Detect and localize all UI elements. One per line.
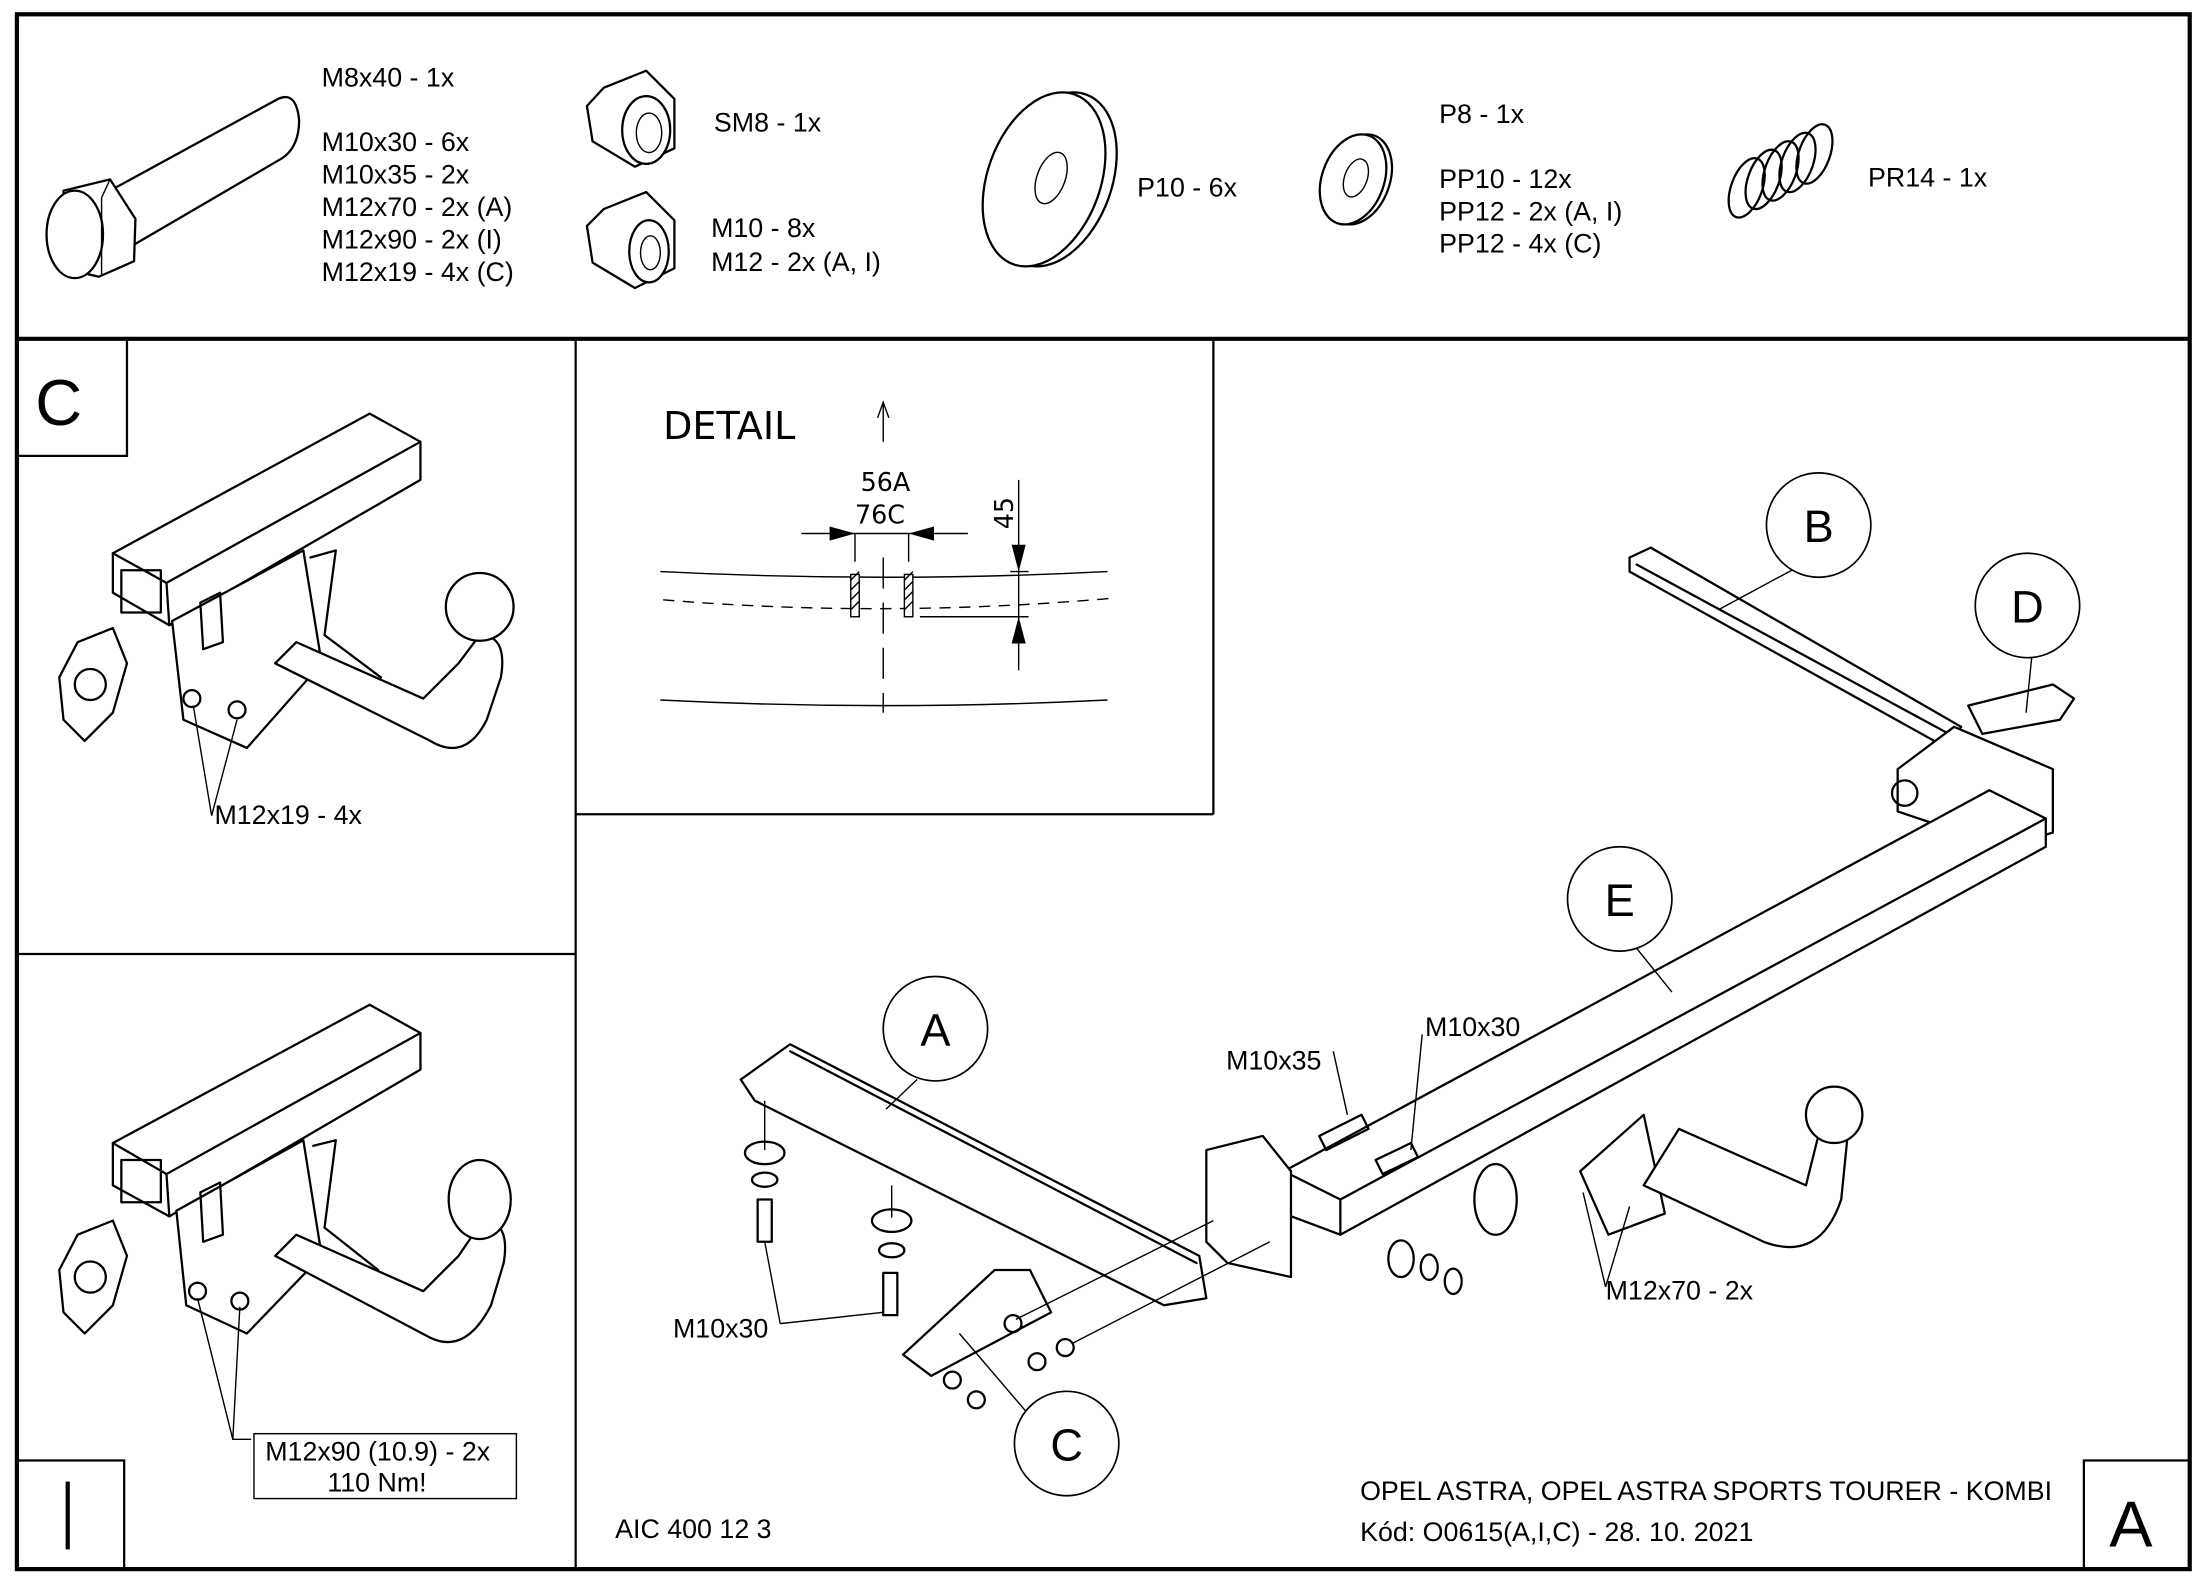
parts-bolt-m10x30: M10x30 - 6x [322, 127, 470, 157]
drawing-number: AIC 400 12 3 [615, 1514, 771, 1544]
assembly-illustration [739, 546, 2076, 1410]
drawing-code: Kód: O0615(A,I,C) - 28. 10. 2021 [1360, 1517, 1753, 1547]
leader-line [1332, 1051, 1349, 1115]
view-c-label-box [15, 337, 129, 458]
view-i-bolt-callout: M12x90 (10.9) - 2x [265, 1436, 490, 1466]
parts-bolt-m8x40: M8x40 - 1x [322, 62, 455, 92]
spring-icon [1727, 123, 1834, 219]
view-i-callout-box [253, 1432, 518, 1500]
up-arrow-icon [876, 400, 890, 442]
parts-washer-pp10: PP10 - 12x [1439, 164, 1572, 194]
leader-line [764, 1241, 884, 1325]
detail-panel: DETAIL 56A 76C 45 [575, 338, 1215, 816]
towbar-i-illustration [58, 1003, 512, 1344]
parts-bolt-m12x19: M12x19 - 4x (C) [322, 257, 514, 287]
variant-label: A [2109, 1488, 2153, 1561]
parts-nut-m10: M10 - 8x [711, 213, 816, 243]
callout-c-label: C [1050, 1419, 1083, 1470]
lock-nut-icon [585, 69, 676, 168]
drawing-frame [14, 12, 2192, 1572]
label-m10x35: M10x35 [1226, 1046, 1321, 1076]
callout-d-label: D [2011, 581, 2044, 632]
callout-e: E [1566, 845, 1673, 993]
callout-c: C [958, 1333, 1120, 1497]
bolt-icon [45, 95, 301, 280]
label-m10x30-top: M10x30 [1425, 1012, 1520, 1042]
parts-washer-pp12-c: PP12 - 4x (C) [1439, 229, 1601, 259]
leader-line [1410, 1034, 1423, 1151]
parts-nut-sm8: SM8 - 1x [714, 107, 822, 137]
variant-box [2082, 1459, 2191, 1571]
view-i-torque: 110 Nm! [327, 1468, 426, 1498]
callout-b: B [1718, 471, 1872, 611]
vehicle-title: OPEL ASTRA, OPEL ASTRA SPORTS TOURER - K… [1360, 1476, 2052, 1506]
detail-title: DETAIL [663, 404, 796, 448]
parts-washer-p10: P10 - 6x [1137, 172, 1237, 202]
detail-dim-height: 45 [989, 497, 1019, 529]
leader-line [1582, 1192, 1631, 1288]
detail-dim-width-a: 56A [861, 467, 911, 497]
parts-spring-pr14: PR14 - 1x [1868, 162, 1988, 192]
callout-b-label: B [1804, 501, 1834, 552]
large-washer-icon [981, 91, 1118, 268]
view-c-bolt-callout: M12x19 - 4x [214, 800, 362, 830]
washer-icon [1318, 133, 1394, 226]
view-i-panel: I M12x90 (10.9) - 2x 110 Nm! [15, 1003, 518, 1571]
callout-e-label: E [1605, 875, 1635, 926]
view-c-label: C [35, 366, 82, 439]
detail-dim-width-c: 76C [855, 500, 905, 530]
view-c-panel: C M12x19 - 4x [15, 337, 515, 830]
hex-nut-icon [585, 190, 676, 290]
parts-washer-p8: P8 - 1x [1439, 99, 1524, 129]
leader-line [196, 1298, 252, 1441]
parts-nut-m12: M12 - 2x (A, I) [711, 247, 881, 277]
parts-list: M8x40 - 1x M10x30 - 6x M10x35 - 2x M12x7… [45, 62, 1988, 290]
view-i-label-box [15, 1459, 126, 1571]
callout-a: A [882, 975, 989, 1110]
leader-line [192, 705, 238, 816]
parts-washer-pp12-ai: PP12 - 2x (A, I) [1439, 196, 1622, 226]
parts-bolt-m12x90: M12x90 - 2x (I) [322, 225, 502, 255]
parts-bolt-m12x70: M12x70 - 2x (A) [322, 192, 513, 222]
label-m10x30-bottom: M10x30 [673, 1314, 768, 1344]
parts-bolt-m10x35: M10x35 - 2x [322, 160, 470, 190]
towbar-c-illustration [58, 412, 515, 750]
label-m12x70: M12x70 - 2x [1606, 1276, 1754, 1306]
callout-a-label: A [920, 1005, 951, 1056]
callout-d: D [1974, 552, 2081, 713]
